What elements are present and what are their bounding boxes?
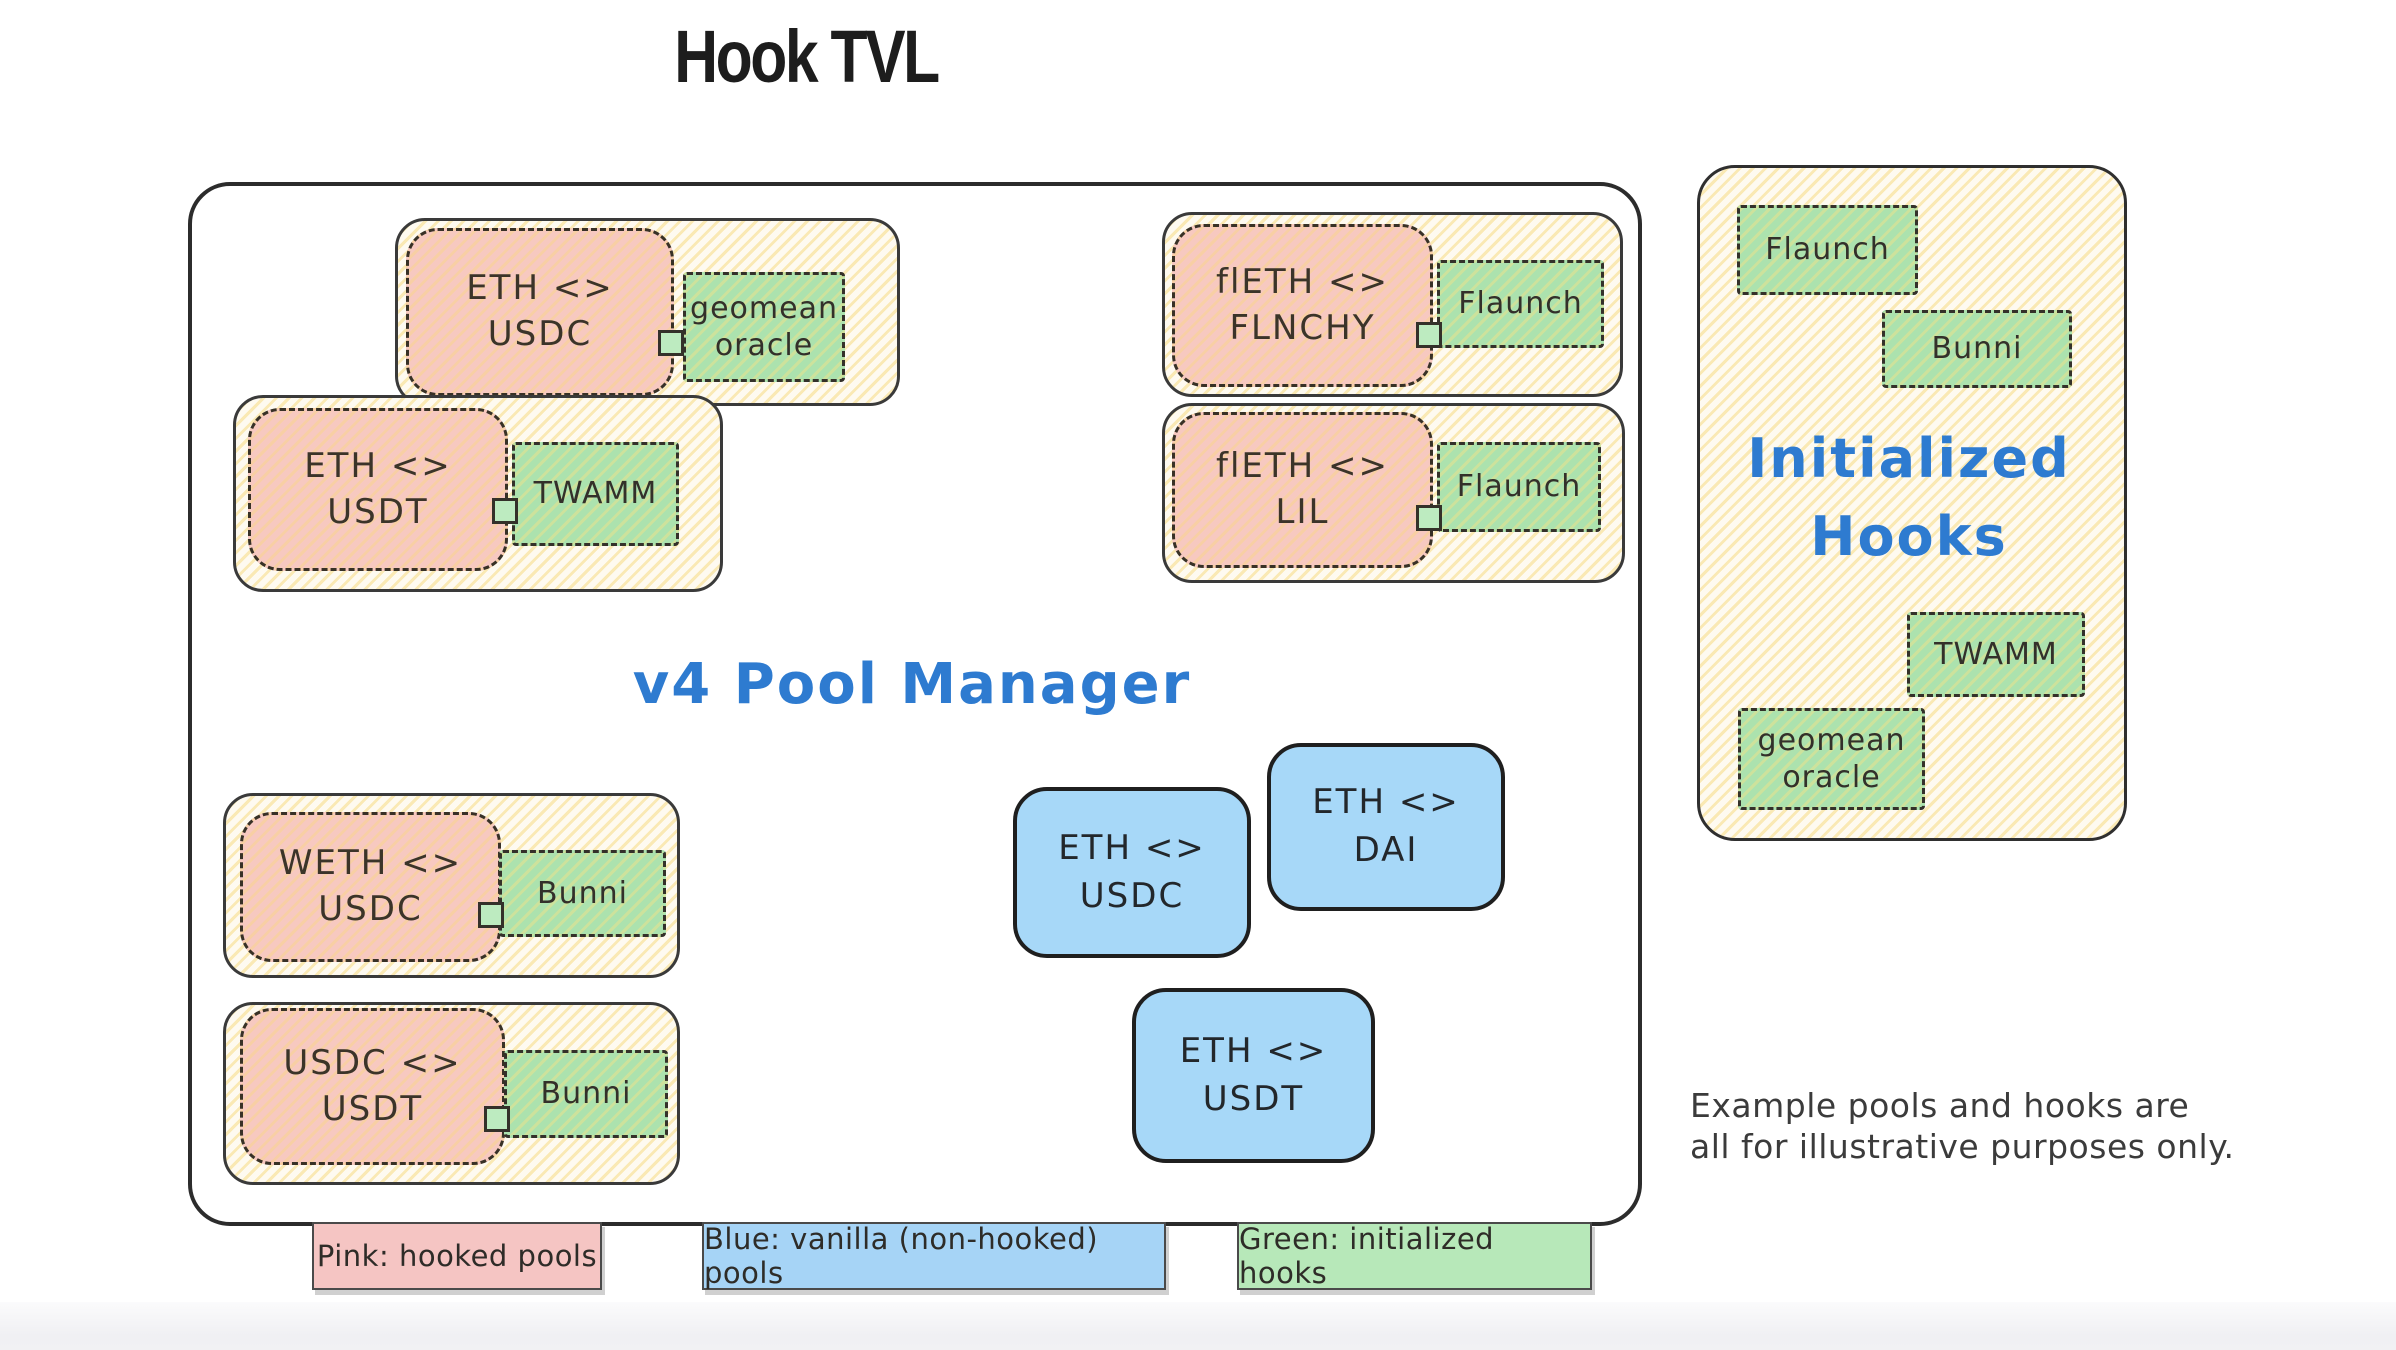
pool-token-pair: USDC bbox=[1079, 875, 1185, 916]
pool-token-pair: DAI bbox=[1353, 830, 1419, 870]
hooked-pool-usdc-usdt: USDC <> USDT bbox=[240, 1008, 505, 1165]
hook-label-flaunch: Flaunch bbox=[1437, 442, 1601, 532]
pool-token-pair: USDC bbox=[318, 889, 423, 929]
pool-token-pair: ETH <> bbox=[466, 268, 614, 309]
pool-token-pair: USDT bbox=[1202, 1078, 1305, 1119]
hooked-pool-fleth-flnchy: flETH <> FLNCHY bbox=[1172, 224, 1433, 387]
hook-label-bunni: Bunni bbox=[499, 850, 666, 937]
pool-token-pair: FLNCHY bbox=[1229, 307, 1376, 348]
pool-token-pair: WETH <> bbox=[278, 843, 463, 884]
pool-token-pair: flETH <> bbox=[1215, 261, 1390, 302]
hook-label-bunni: Bunni bbox=[504, 1050, 668, 1138]
vanilla-pool-eth-usdc: ETH <> USDC bbox=[1013, 787, 1251, 958]
legend-hooked-pools: Pink: hooked pools bbox=[312, 1222, 602, 1290]
vanilla-pool-eth-usdt: ETH <> USDT bbox=[1132, 988, 1375, 1163]
initialized-hook-bunni: Bunni bbox=[1882, 310, 2072, 388]
hook-connector-notch bbox=[658, 330, 684, 356]
initialized-hooks-title: Initialized Hooks bbox=[1747, 427, 2071, 569]
page-title: Hook TVL bbox=[674, 15, 940, 98]
pool-token-pair: LIL bbox=[1275, 492, 1330, 532]
hooked-pool-eth-usdc: ETH <> USDC bbox=[406, 228, 674, 396]
pool-token-pair: USDT bbox=[327, 491, 429, 532]
pool-token-pair: USDT bbox=[321, 1088, 424, 1129]
page-bottom-band bbox=[0, 1302, 2396, 1350]
pool-token-pair: USDC bbox=[487, 314, 593, 354]
initialized-hook-twamm: TWAMM bbox=[1907, 612, 2085, 697]
pool-manager-label: v4 Pool Manager bbox=[632, 652, 1192, 717]
hook-label-geomean-oracle: geomean oracle bbox=[683, 272, 845, 382]
hook-connector-notch bbox=[1416, 322, 1442, 348]
hook-connector-notch bbox=[492, 498, 518, 524]
hook-connector-notch bbox=[484, 1106, 510, 1132]
pool-token-pair: ETH <> bbox=[1058, 827, 1206, 868]
hook-connector-notch bbox=[1416, 505, 1442, 531]
pool-token-pair: USDC <> bbox=[283, 1042, 462, 1083]
legend-vanilla-pools: Blue: vanilla (non-hooked) pools bbox=[702, 1222, 1166, 1290]
legend-initialized-hooks: Green: initialized hooks bbox=[1237, 1222, 1592, 1290]
vanilla-pool-eth-dai: ETH <> DAI bbox=[1267, 743, 1505, 911]
hook-connector-notch bbox=[478, 902, 504, 928]
disclaimer-note: Example pools and hooks are all for illu… bbox=[1690, 1086, 2235, 1167]
hook-label-twamm: TWAMM bbox=[512, 442, 679, 546]
hooked-pool-eth-usdt: ETH <> USDT bbox=[248, 408, 508, 571]
pool-token-pair: ETH <> bbox=[1179, 1030, 1328, 1071]
pool-token-pair: ETH <> bbox=[304, 445, 452, 486]
initialized-hook-geomean-oracle: geomean oracle bbox=[1738, 708, 1925, 810]
pool-token-pair: ETH <> bbox=[1312, 782, 1460, 823]
initialized-hook-flaunch: Flaunch bbox=[1737, 205, 1918, 295]
hook-label-flaunch: Flaunch bbox=[1437, 260, 1604, 348]
pool-token-pair: flETH <> bbox=[1215, 446, 1390, 487]
hooked-pool-fleth-lil: flETH <> LIL bbox=[1172, 412, 1433, 568]
hooked-pool-weth-usdc: WETH <> USDC bbox=[240, 812, 501, 962]
